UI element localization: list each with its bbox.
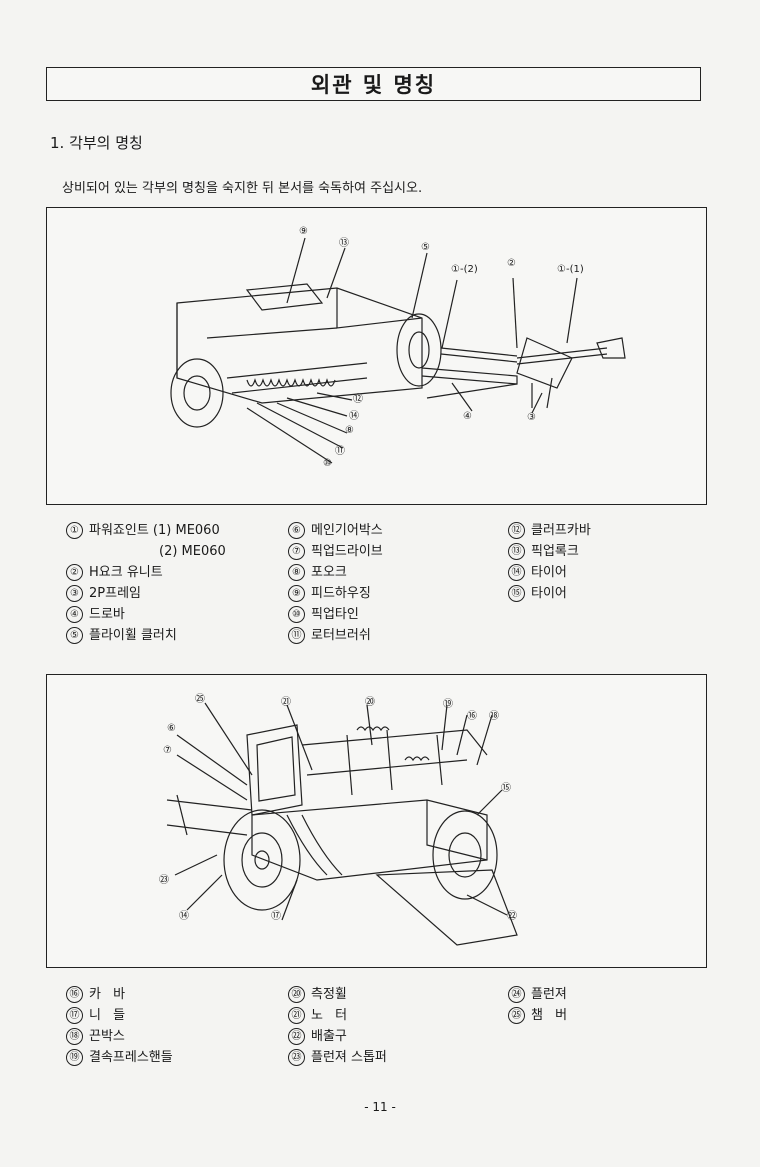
callout-22: ㉒ bbox=[507, 911, 517, 922]
callout-18: ⑱ bbox=[489, 711, 499, 722]
callout-19: ⑲ bbox=[443, 699, 453, 710]
page-number: - 11 - bbox=[364, 1100, 396, 1114]
section-heading: 1. 각부의 명칭 bbox=[50, 134, 143, 152]
page-title: 외관 및 명칭 bbox=[46, 67, 701, 101]
callout-1-1: ①-(1) bbox=[557, 264, 584, 275]
callout-3: ③ bbox=[527, 412, 536, 423]
callout-23: ㉓ bbox=[159, 875, 169, 886]
callout-14: ⑭ bbox=[349, 411, 359, 422]
callout-21: ㉑ bbox=[281, 697, 291, 708]
baler-front-illustration: ⑨ ⑬ ⑤ ①-(2) ② ①-(1) ⑫ ⑭ ⑧ ⑪ ⑩ ④ ③ bbox=[46, 207, 707, 505]
callout-25: ㉕ bbox=[195, 694, 205, 705]
intro-text: 상비되어 있는 각부의 명칭을 숙지한 뒤 본서를 숙독하여 주십시오. bbox=[62, 181, 423, 196]
callout-5: ⑤ bbox=[421, 242, 430, 253]
callout-11: ⑪ bbox=[335, 446, 345, 457]
callout-16: ⑯ bbox=[467, 711, 477, 722]
callout-20: ⑳ bbox=[365, 697, 375, 708]
callout-8: ⑧ bbox=[345, 425, 354, 436]
callout-15: ⑮ bbox=[501, 783, 511, 794]
callout-1-2: ①-(2) bbox=[451, 264, 478, 275]
callout-13: ⑬ bbox=[339, 238, 349, 249]
callout-6: ⑥ bbox=[167, 723, 176, 734]
callout-4: ④ bbox=[463, 411, 472, 422]
baler-rear-illustration: ㉕ ㉑ ⑳ ⑲ ⑯ ⑱ ⑥ ⑦ ⑮ ㉓ ⑭ ⑰ ㉒ bbox=[46, 674, 707, 968]
callout-7: ⑦ bbox=[163, 745, 172, 756]
callout-9: ⑨ bbox=[299, 226, 308, 237]
callout-14: ⑭ bbox=[179, 911, 189, 922]
baler-front-drawing bbox=[170, 237, 626, 464]
callout-12: ⑫ bbox=[353, 394, 363, 405]
callout-17: ⑰ bbox=[271, 911, 281, 922]
baler-rear-drawing bbox=[166, 702, 518, 946]
legend-item: (2) ME060 bbox=[159, 544, 226, 559]
callout-10: ⑩ bbox=[323, 458, 332, 469]
callout-2: ② bbox=[507, 258, 516, 269]
